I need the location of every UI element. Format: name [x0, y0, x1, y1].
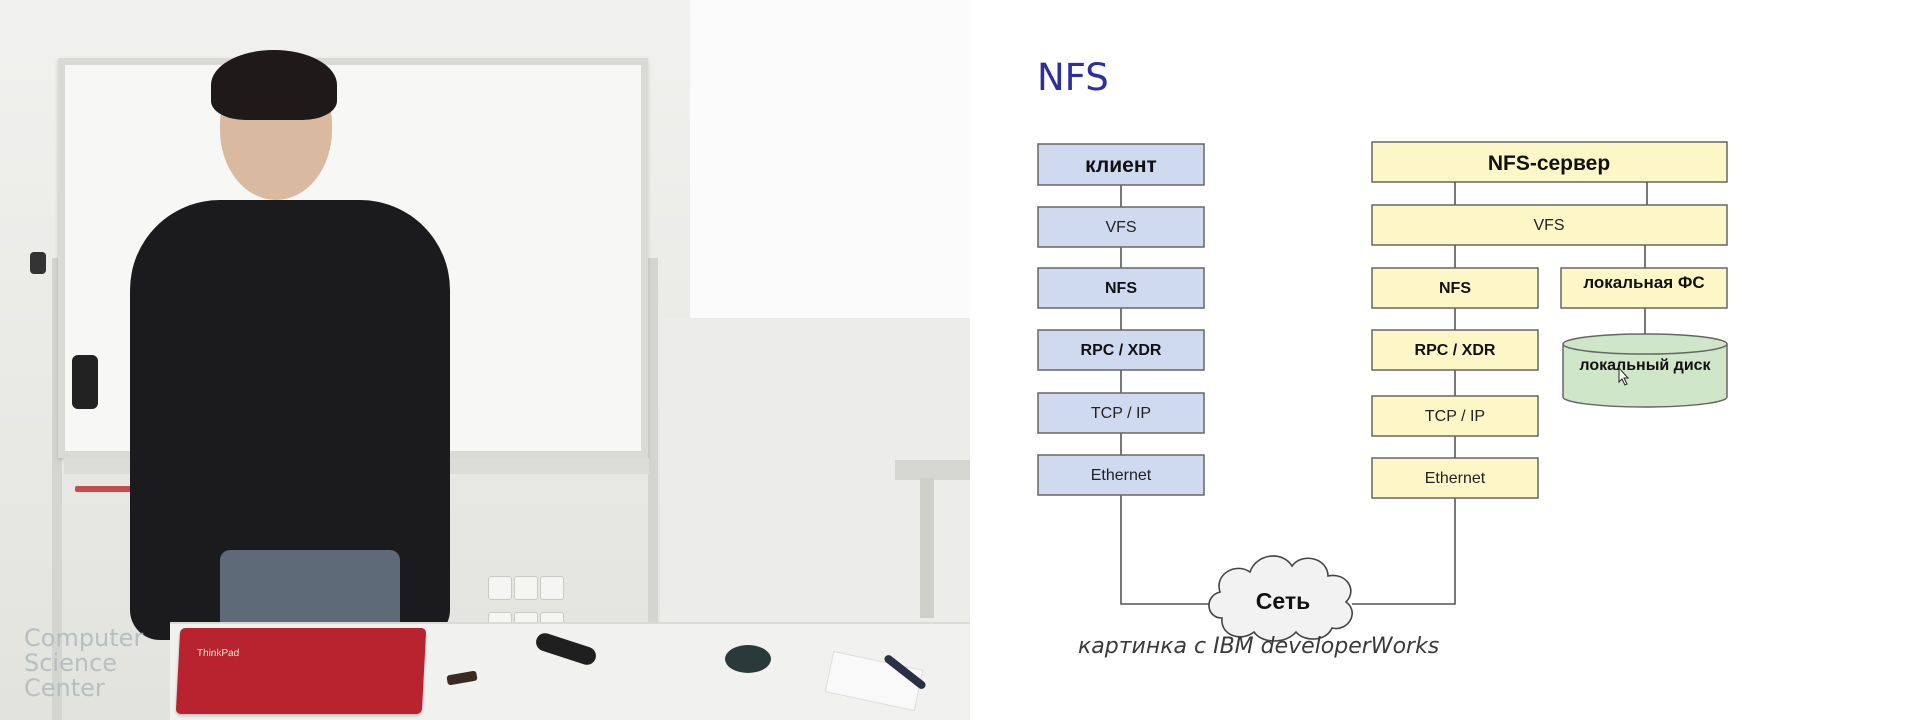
server-local-fs-label: локальная ФС	[1583, 273, 1704, 292]
server-header-label: NFS-сервер	[1488, 152, 1610, 175]
whiteboard-leg-left	[52, 258, 62, 720]
connector-lines	[1120, 182, 1648, 605]
local-disk-label: локальный диск	[1579, 357, 1711, 374]
local-disk-cylinder: локальный диск	[1562, 333, 1728, 408]
server-layer-ethernet: Ethernet	[1425, 470, 1486, 487]
computer-mouse	[725, 645, 771, 673]
server-vfs-box	[1371, 204, 1728, 246]
client-layer-box	[1037, 454, 1205, 496]
server-layer-vfs: VFS	[1533, 217, 1564, 234]
network-label: Сеть	[1256, 588, 1311, 614]
client-layer-box	[1037, 329, 1205, 371]
whiteboard-knob	[30, 252, 46, 274]
server-layer-box	[1371, 457, 1539, 499]
computer-science-center-logo: Computer Science Center	[24, 624, 144, 702]
client-layer-box	[1037, 267, 1205, 309]
wall-panel	[690, 0, 970, 320]
presentation-slide: NFS клиент VFS NFS	[970, 0, 1920, 720]
server-layer-nfs: NFS	[1439, 280, 1471, 297]
slide-caption: картинка с IBM developerWorks	[1078, 634, 1440, 659]
server-layer-box	[1371, 395, 1539, 437]
whiteboard-marker	[75, 486, 135, 492]
client-layer-vfs: VFS	[1105, 219, 1136, 236]
lecturer-hair	[211, 50, 337, 120]
server-layer-tcp-ip: TCP / IP	[1425, 408, 1485, 425]
network-cloud: Сеть	[1208, 555, 1353, 642]
client-layer-box	[1037, 392, 1205, 434]
server-layer-box	[1371, 267, 1539, 309]
server-local-fs-box	[1560, 267, 1728, 309]
client-header-label: клиент	[1085, 154, 1157, 177]
server-stack: NFS-сервер VFS NFS RPC / XDR TCP / IP Et…	[1371, 141, 1728, 499]
server-layer-box	[1371, 329, 1539, 371]
client-stack: клиент VFS NFS RPC / XDR TCP / IP Ethern…	[1037, 143, 1205, 496]
nfs-architecture-diagram: клиент VFS NFS RPC / XDR TCP / IP Ethern…	[1037, 141, 1728, 642]
server-header-box	[1371, 141, 1728, 183]
client-layer-box	[1037, 206, 1205, 248]
laptop: ThinkPad	[175, 628, 427, 714]
laptop-brand-label: ThinkPad	[196, 648, 240, 659]
client-layer-ethernet: Ethernet	[1091, 467, 1152, 484]
whiteboard-leg-right	[648, 258, 658, 720]
client-layer-nfs: NFS	[1105, 280, 1137, 297]
side-table-leg	[920, 478, 934, 618]
side-table	[895, 460, 970, 480]
client-header-box	[1037, 143, 1205, 186]
wall-device	[72, 355, 98, 409]
lecture-video-frame: ThinkPad Computer Science Center	[0, 0, 970, 720]
slide-title: NFS	[1037, 56, 1109, 99]
client-layer-rpc-xdr: RPC / XDR	[1081, 342, 1162, 359]
lecturer	[125, 50, 455, 720]
server-layer-rpc-xdr: RPC / XDR	[1415, 342, 1496, 359]
mouse-pointer-icon	[1618, 366, 1630, 386]
client-layer-tcp-ip: TCP / IP	[1091, 405, 1151, 422]
